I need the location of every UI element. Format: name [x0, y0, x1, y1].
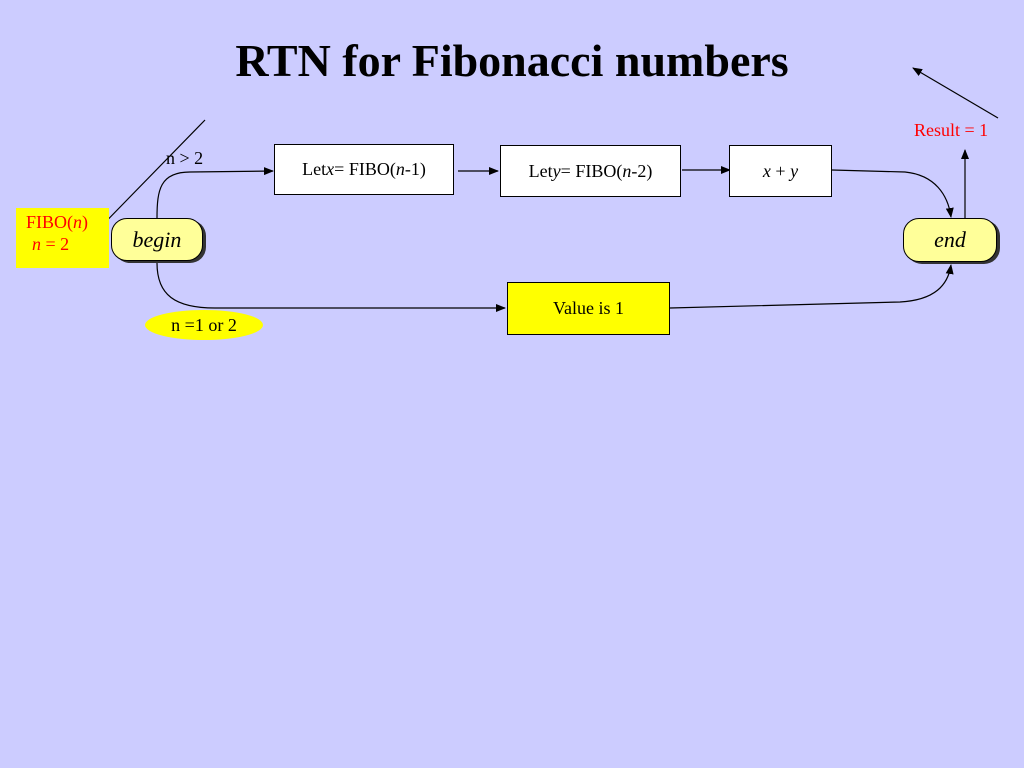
- upper-edge-label: n > 2: [166, 148, 204, 168]
- end-node: end: [903, 218, 997, 262]
- let-y-var: y: [552, 160, 561, 181]
- call-annotation-line2: n = 2: [26, 233, 109, 255]
- let-x-box: Let x = FIBO(n-1): [274, 144, 454, 195]
- sum-a: x: [762, 160, 771, 181]
- result-annotation: Result = 1: [914, 120, 989, 140]
- begin-label: begin: [132, 226, 182, 252]
- call-value-var: n: [32, 234, 41, 254]
- let-y-mid: = FIBO(: [560, 160, 623, 181]
- result-pointer-line: [912, 67, 999, 119]
- page-title: RTN for Fibonacci numbers: [235, 35, 789, 86]
- edge-begin-to-let-x: [156, 167, 274, 219]
- lower-edge-label: n =1 or 2: [171, 314, 237, 335]
- sum-b: y: [790, 160, 799, 181]
- edge-sum-to-end: [831, 169, 954, 218]
- value-label: Value is 1: [553, 298, 624, 318]
- call-value-rest: = 2: [41, 234, 70, 254]
- sum-box: x + y: [729, 145, 832, 197]
- let-x-mid: = FIBO(: [334, 159, 396, 179]
- call-name: FIBO(: [26, 212, 74, 232]
- edge-value-to-end: [669, 264, 954, 309]
- value-box: Value is 1: [507, 282, 670, 335]
- call-arg: n: [73, 212, 83, 232]
- let-x-var: x: [326, 159, 335, 179]
- call-annotation-line1: FIBO(n): [26, 211, 109, 233]
- call-close: ): [82, 212, 89, 232]
- let-y-box: Let y = FIBO(n-2): [500, 145, 681, 197]
- call-annotation: FIBO(n) n = 2: [16, 208, 109, 268]
- let-x-arg: n: [395, 159, 405, 179]
- let-y-arg: n: [622, 160, 632, 181]
- end-label: end: [934, 227, 966, 252]
- let-x-suffix: -1): [404, 159, 426, 179]
- let-y-prefix: Let: [528, 160, 553, 181]
- begin-node: begin: [111, 218, 203, 261]
- let-x-prefix: Let: [302, 159, 327, 179]
- let-y-suffix: -2): [631, 160, 653, 181]
- sum-op: +: [770, 160, 791, 181]
- lower-edge-label-oval: n =1 or 2: [145, 310, 263, 340]
- edge-begin-to-value: [156, 262, 506, 312]
